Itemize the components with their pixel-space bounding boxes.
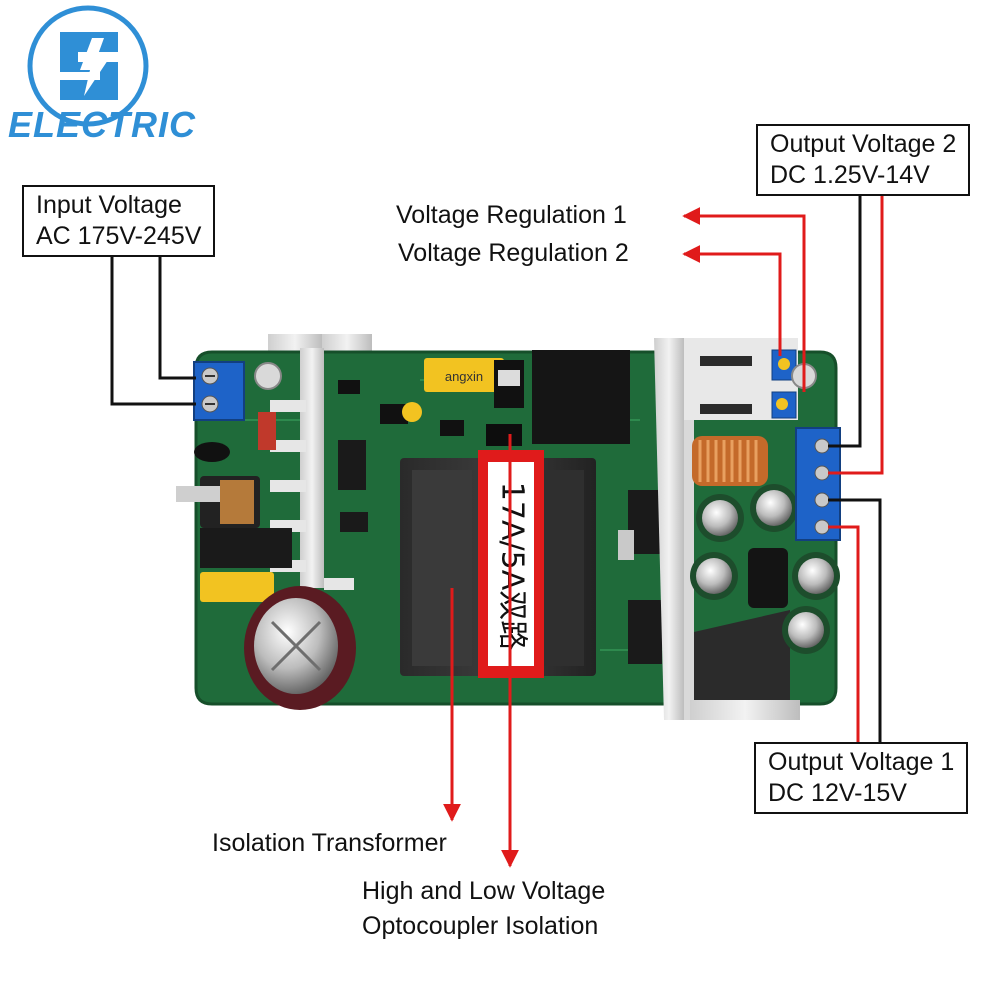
input-voltage-title: Input Voltage	[36, 191, 182, 219]
voltage-regulation-1-label: Voltage Regulation 1	[396, 201, 627, 229]
voltage-regulation-2-label: Voltage Regulation 2	[398, 239, 629, 267]
bulk-capacitor	[244, 586, 356, 710]
top-chips: angxin	[338, 350, 630, 532]
input-voltage-range: AC 175V-245V	[36, 222, 202, 250]
brand-logo	[27, 5, 149, 127]
optocoupler-label: High and Low Voltage Optocoupler Isolati…	[362, 876, 605, 942]
output-voltage-2-leads	[828, 196, 884, 475]
output-voltage-2-label: Output Voltage 2 DC 1.25V-14V	[756, 124, 971, 196]
optocoupler-line-2: Optocoupler Isolation	[362, 912, 599, 940]
input-voltage-label: Input Voltage AC 175V-245V	[22, 185, 216, 257]
output-voltage-1-title: Output Voltage 1	[768, 748, 955, 776]
transformer-arrows	[443, 434, 519, 868]
output-capacitors	[690, 484, 840, 654]
output-voltage-2-range: DC 1.25V-14V	[770, 161, 930, 189]
logo-text: ELECTRIC	[8, 104, 196, 145]
chip-marking: angxin	[445, 369, 483, 384]
left-heatsink-fins	[270, 348, 354, 590]
left-components	[176, 362, 292, 602]
output-voltage-1-range: DC 12V-15V	[768, 779, 907, 807]
right-mosfets	[618, 490, 662, 664]
right-heatsink	[654, 338, 800, 720]
output-voltage-1-leads	[828, 498, 882, 744]
output-voltage-2-title: Output Voltage 2	[770, 130, 957, 158]
input-terminal-block	[193, 361, 245, 421]
output-voltage-1-label: Output Voltage 1 DC 12V-15V	[754, 742, 969, 814]
voltage-regulation-arrows	[682, 207, 806, 392]
isolation-transformer-label: Isolation Transformer	[212, 829, 447, 857]
input-voltage-leads	[110, 254, 196, 406]
regulation-potentiometers	[771, 349, 817, 419]
transformer-marking: 17A/5A双路	[495, 482, 530, 650]
optocoupler-line-1: High and Low Voltage	[362, 877, 606, 905]
output-inductor	[692, 436, 768, 486]
